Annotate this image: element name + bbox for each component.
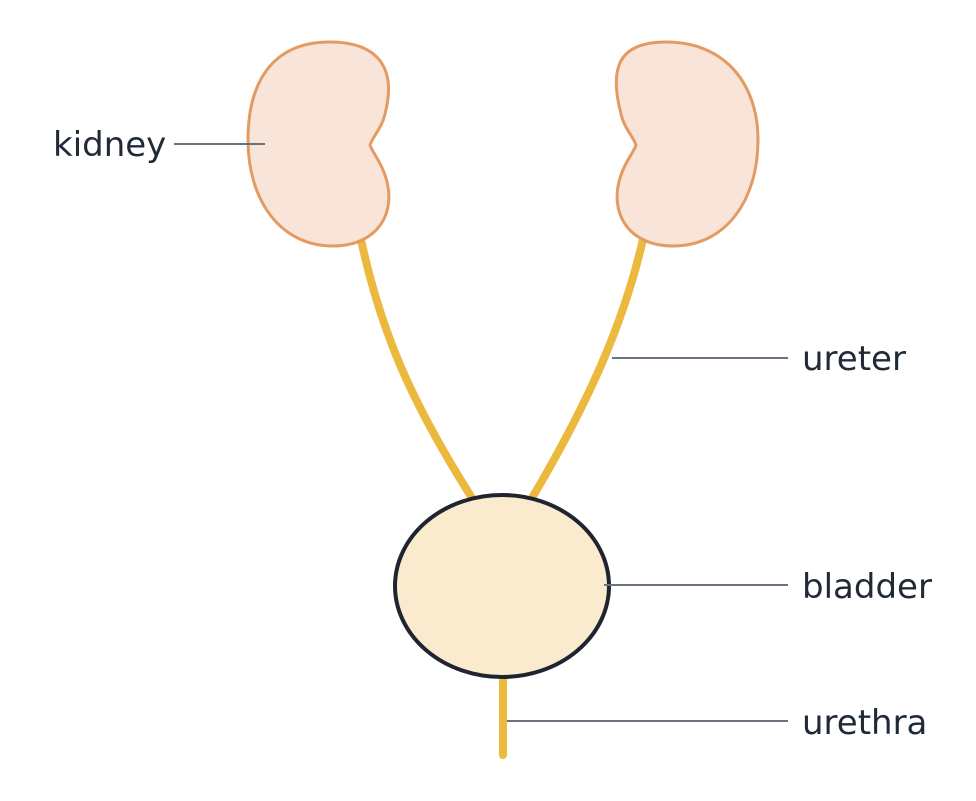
- bladder-label: bladder: [802, 567, 932, 607]
- ureter-label: ureter: [802, 339, 906, 379]
- urethra-label: urethra: [802, 703, 927, 743]
- ureter-left: [356, 231, 476, 502]
- bladder: [393, 493, 611, 679]
- kidney-label: kidney: [53, 125, 166, 165]
- ureter-right: [528, 231, 648, 502]
- kidney-right: [614, 40, 760, 248]
- kidney-left: [246, 40, 391, 248]
